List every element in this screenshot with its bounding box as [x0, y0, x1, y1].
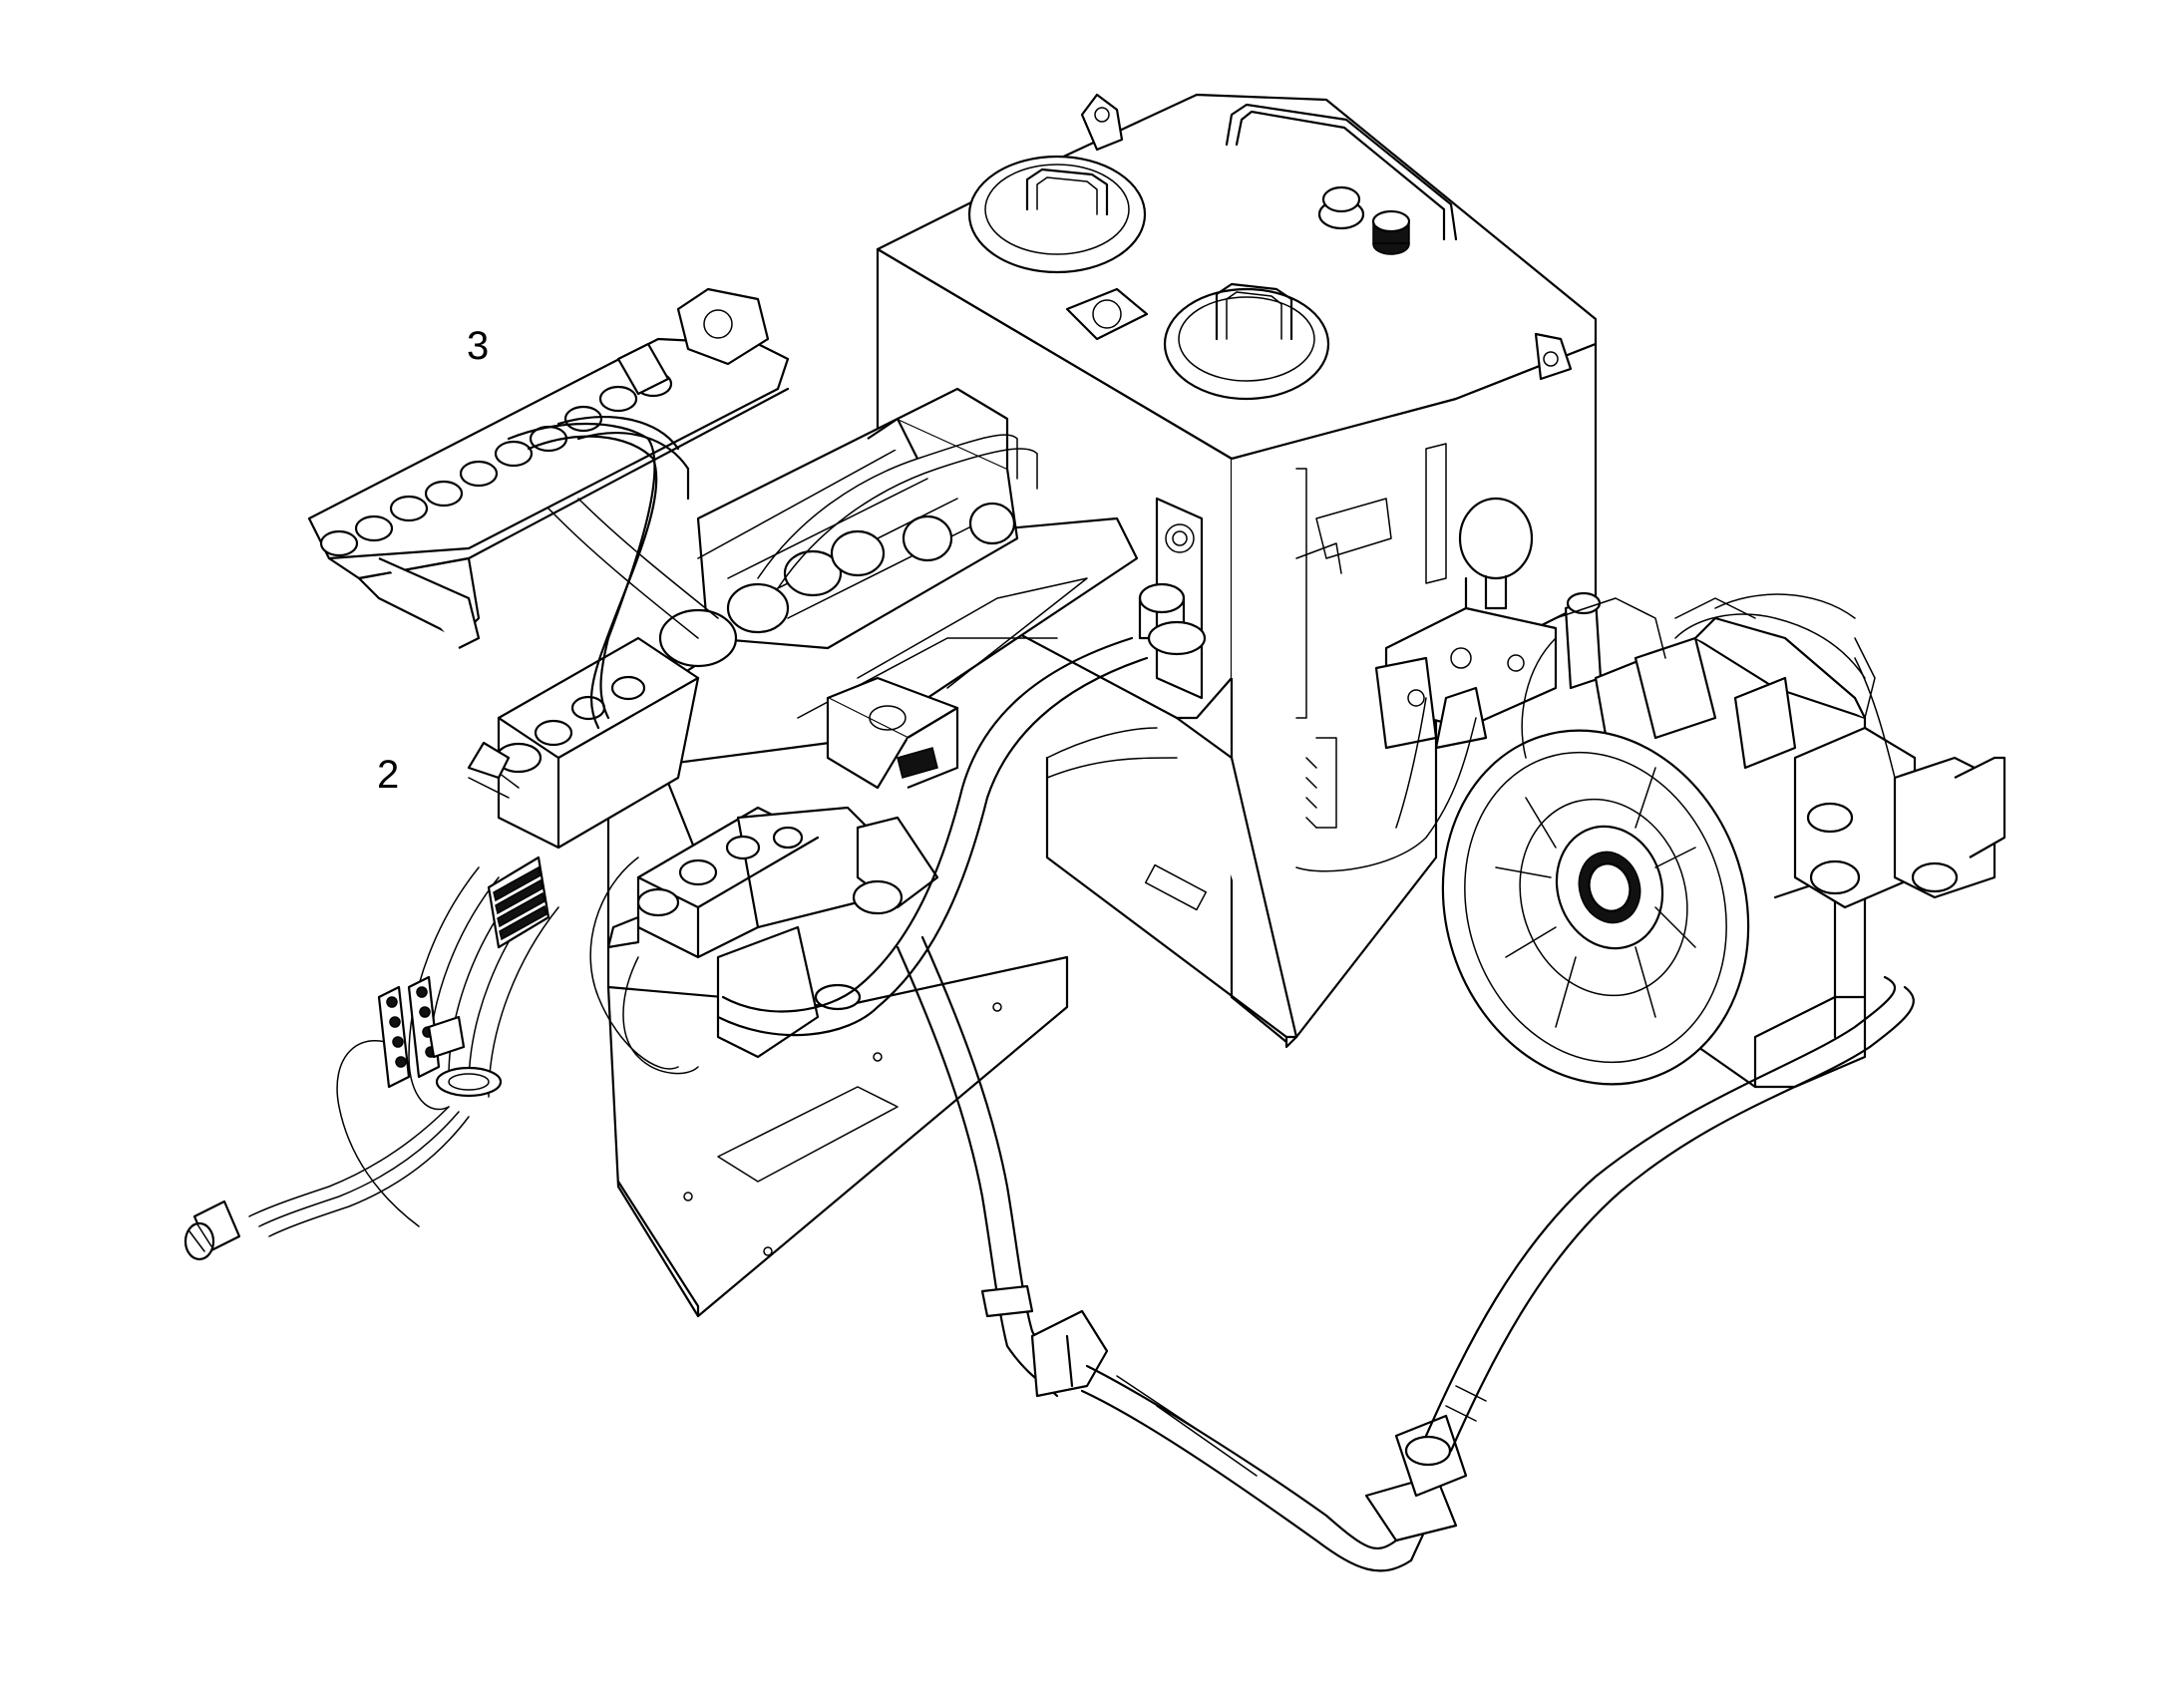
breather-cap	[1317, 185, 1411, 255]
filler-cap-1	[967, 155, 1147, 274]
callout-2: 2	[377, 753, 399, 797]
variable-pump	[1555, 597, 2006, 909]
accumulator	[1458, 497, 1534, 610]
callout-3: 3	[467, 324, 489, 368]
electrical-connector	[183, 1199, 241, 1261]
hose-bundle	[248, 434, 1915, 1572]
lower-valve-block	[606, 806, 939, 1059]
pump-manifold	[626, 387, 1139, 770]
filler-cap-2	[1163, 282, 1330, 401]
hose-clamp	[435, 1066, 503, 1098]
callout-labels: 3 2	[377, 324, 489, 797]
level-plate	[1065, 287, 1149, 341]
manifold-terminal-strip	[487, 855, 550, 949]
flywheel-housing	[1441, 729, 1750, 1086]
filter-block	[826, 676, 959, 790]
test-point-bank	[377, 975, 466, 1089]
tank-side-fittings	[1138, 443, 1447, 911]
tank-valve-block	[1374, 576, 1603, 750]
lever-rack-assembly	[307, 287, 790, 730]
control-valve-bank	[467, 636, 700, 850]
